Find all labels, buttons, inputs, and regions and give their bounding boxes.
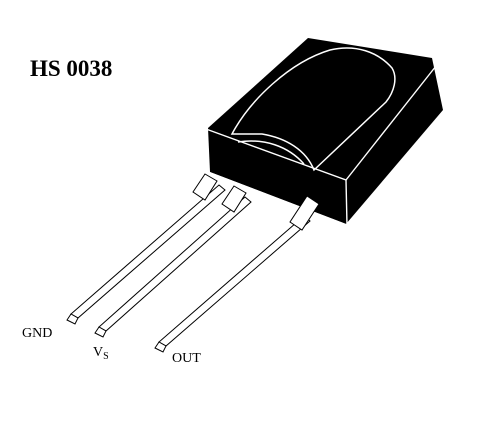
dome-lens xyxy=(230,47,396,172)
body-front-face xyxy=(205,127,348,227)
lead-shoulder-gnd xyxy=(192,173,218,201)
lead-shaft-out xyxy=(158,215,311,347)
pin-lead-gnd xyxy=(66,173,226,325)
dome-lens-inner xyxy=(237,140,305,165)
lead-tip-vs xyxy=(94,326,107,338)
lead-shoulder-vs xyxy=(221,185,247,213)
lead-shaft-vs xyxy=(98,196,252,332)
lead-tip-out xyxy=(154,341,167,353)
pin-label-out: OUT xyxy=(172,351,201,366)
pin-lead-vs xyxy=(94,185,252,338)
pin-label-vs: VS xyxy=(93,345,109,362)
pin-lead-out xyxy=(154,195,320,353)
body-edge-right xyxy=(345,65,437,181)
pin-label-vs-sub: S xyxy=(103,351,109,362)
pin-label-vs-main: V xyxy=(93,345,103,360)
sensor-body xyxy=(205,38,443,227)
part-title: HS 0038 xyxy=(30,56,112,81)
lead-shaft-gnd xyxy=(70,184,226,319)
lead-shoulder-out xyxy=(289,195,320,231)
body-silhouette xyxy=(208,38,443,224)
pin-label-gnd: GND xyxy=(22,326,52,341)
lead-tip-gnd xyxy=(66,313,79,325)
